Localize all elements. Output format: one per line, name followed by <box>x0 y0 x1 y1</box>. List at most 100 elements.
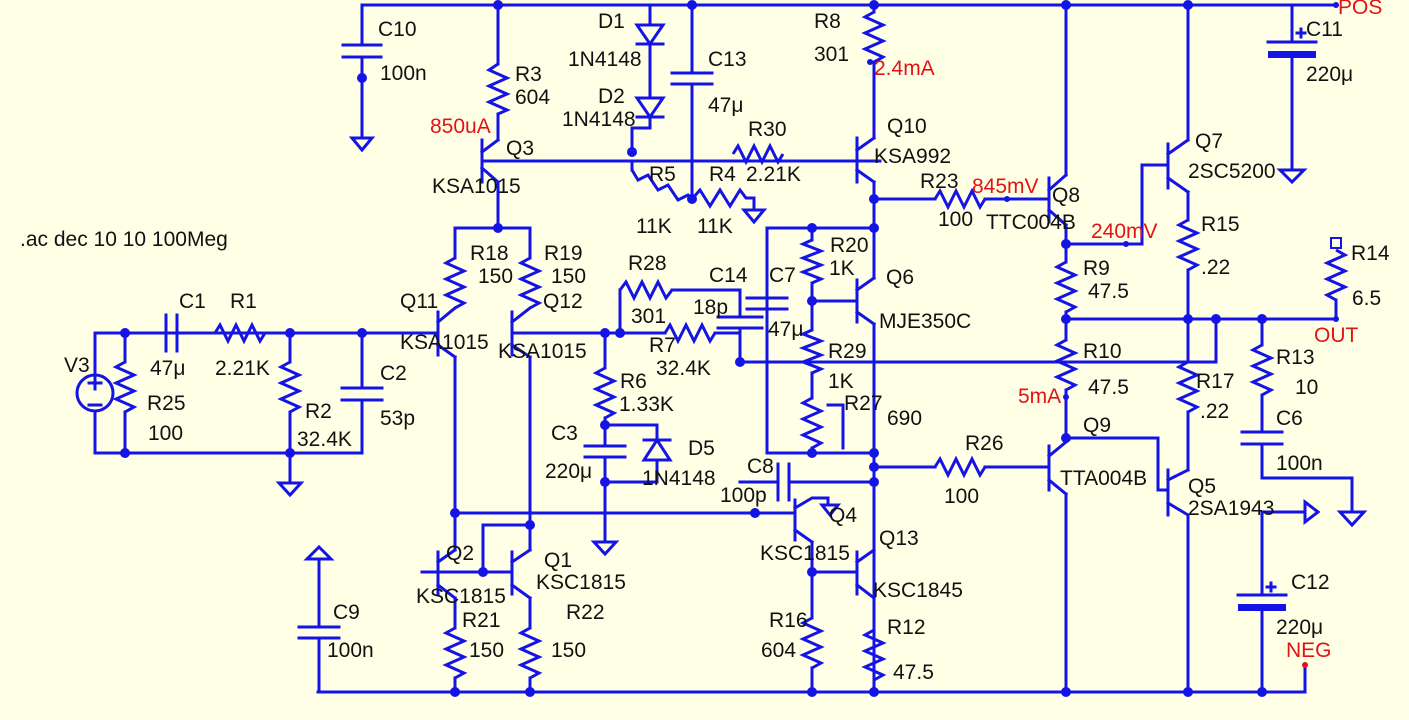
resistor-r19[interactable] <box>496 226 543 310</box>
transistor-q3[interactable] <box>479 137 882 233</box>
resistor-r6[interactable] <box>592 331 659 448</box>
capacitor-c10[interactable] <box>341 3 383 153</box>
diode-d5[interactable] <box>603 437 673 484</box>
resistor-r15[interactable] <box>1175 190 1201 364</box>
resistor-r18[interactable] <box>442 226 500 310</box>
resistor-r9[interactable] <box>1053 242 1079 342</box>
label-r17-value: .22 <box>1200 400 1229 423</box>
resistor-r27[interactable] <box>765 396 876 458</box>
transistor-q12[interactable] <box>509 305 610 527</box>
label-q8-name: Q8 <box>1052 184 1080 207</box>
label-r15-name: R15 <box>1201 213 1240 236</box>
resistor-r3[interactable] <box>485 0 511 142</box>
label-q6-name: Q6 <box>886 266 914 289</box>
resistor-r30[interactable] <box>731 142 785 166</box>
voltage-source-v3[interactable] <box>75 328 362 458</box>
capacitor-c3[interactable] <box>583 444 627 557</box>
label-r9-name: R9 <box>1083 257 1110 280</box>
label-q4-value: KSC1815 <box>760 542 850 565</box>
capacitor-c12[interactable] <box>1236 498 1321 697</box>
capacitor-c1[interactable] <box>148 313 217 353</box>
transistor-q10[interactable] <box>854 113 937 230</box>
label-r16-value: 604 <box>761 639 796 662</box>
resistor-r10[interactable] <box>1053 338 1079 443</box>
label-c14-value: 18p <box>693 296 728 319</box>
resistor-r21[interactable] <box>442 596 468 697</box>
label-r14-name: R14 <box>1351 242 1390 265</box>
label-c6-name: C6 <box>1276 407 1303 430</box>
annotation-r8-current: 2.4mA <box>874 57 935 80</box>
transistor-q2[interactable] <box>420 508 760 601</box>
label-q1-value: KSC1815 <box>536 571 626 594</box>
simulation-directive[interactable]: .ac dec 10 10 100Meg <box>20 228 228 251</box>
resistor-r2[interactable] <box>275 331 305 498</box>
label-r10-name: R10 <box>1083 340 1122 363</box>
diode-d1[interactable] <box>634 3 666 100</box>
label-r12-name: R12 <box>887 616 926 639</box>
transistor-q6[interactable] <box>810 226 879 697</box>
resistor-r7[interactable] <box>618 321 742 345</box>
label-r28-value: 301 <box>631 305 666 328</box>
resistor-r16[interactable] <box>799 570 825 697</box>
diode-d2[interactable] <box>627 96 666 157</box>
label-c10-value: 100n <box>380 62 427 85</box>
resistor-r29[interactable] <box>798 306 826 400</box>
label-d1-value: 1N4148 <box>568 48 642 71</box>
capacitor-c6[interactable] <box>1240 430 1368 528</box>
label-r2-name: R2 <box>305 400 332 423</box>
label-r27-value: 690 <box>887 407 922 430</box>
label-c1-name: C1 <box>179 290 206 313</box>
label-d5-value: 1N4148 <box>642 467 716 490</box>
transistor-q8[interactable] <box>1046 0 1144 249</box>
capacitor-c8[interactable] <box>738 462 876 502</box>
resistor-r8[interactable] <box>861 0 887 117</box>
label-r10-value: 47.5 <box>1088 376 1129 399</box>
label-r8-value: 301 <box>814 43 849 66</box>
label-r21-value: 150 <box>469 639 504 662</box>
label-r3-name: R3 <box>515 63 542 86</box>
transistor-q11[interactable] <box>358 305 460 518</box>
label-c7-value: 47μ <box>768 318 803 341</box>
label-c13-value: 47μ <box>708 94 743 117</box>
operating-point-annotations: 850uA 2.4mA 845mV 240mV 5mA <box>430 57 1158 408</box>
label-c2-name: C2 <box>380 362 407 385</box>
resistor-r13[interactable] <box>1249 317 1275 434</box>
label-r23-name: R23 <box>920 170 959 193</box>
resistor-r23[interactable] <box>933 187 1051 211</box>
resistor-r17[interactable] <box>1175 360 1201 472</box>
label-q8-value: TTC004B <box>986 211 1076 234</box>
label-r30-name: R30 <box>748 118 787 141</box>
annotation-q8-base-voltage: 845mV <box>972 175 1039 198</box>
capacitor-c11[interactable] <box>1266 3 1318 185</box>
label-q3-name: Q3 <box>506 137 534 160</box>
label-v3-name: V3 <box>64 354 90 377</box>
label-q3-value: KSA1015 <box>432 175 521 198</box>
capacitor-c13[interactable] <box>670 0 714 204</box>
resistor-r4[interactable] <box>690 187 768 225</box>
resistor-r20[interactable] <box>798 226 826 310</box>
resistor-r26[interactable] <box>872 455 1051 479</box>
transistor-q9[interactable] <box>1046 439 1071 697</box>
capacitor-c14[interactable] <box>716 288 764 364</box>
label-r7-value: 32.4K <box>656 357 711 380</box>
label-c1-value: 47μ <box>150 357 185 380</box>
label-r14-value: 6.5 <box>1352 287 1381 310</box>
capacitor-c2[interactable] <box>288 328 384 455</box>
resistor-r25[interactable] <box>112 331 138 455</box>
transistor-q5[interactable] <box>1064 436 1193 697</box>
resistor-r14[interactable] <box>1323 237 1349 322</box>
label-r25-value: 100 <box>148 422 183 445</box>
label-c9-value: 100n <box>327 639 374 662</box>
resistor-r5[interactable] <box>630 159 694 202</box>
transistor-q7[interactable] <box>1140 0 1193 246</box>
label-q6-value: MJE350C <box>879 310 971 333</box>
label-r19-value: 150 <box>551 265 586 288</box>
resistor-r12[interactable] <box>861 596 887 682</box>
label-r19-name: R19 <box>544 242 583 265</box>
transistor-q1[interactable] <box>481 520 535 601</box>
label-r15-value: .22 <box>1201 256 1230 279</box>
capacitor-c9[interactable] <box>297 544 341 694</box>
resistor-r22[interactable] <box>517 596 543 697</box>
